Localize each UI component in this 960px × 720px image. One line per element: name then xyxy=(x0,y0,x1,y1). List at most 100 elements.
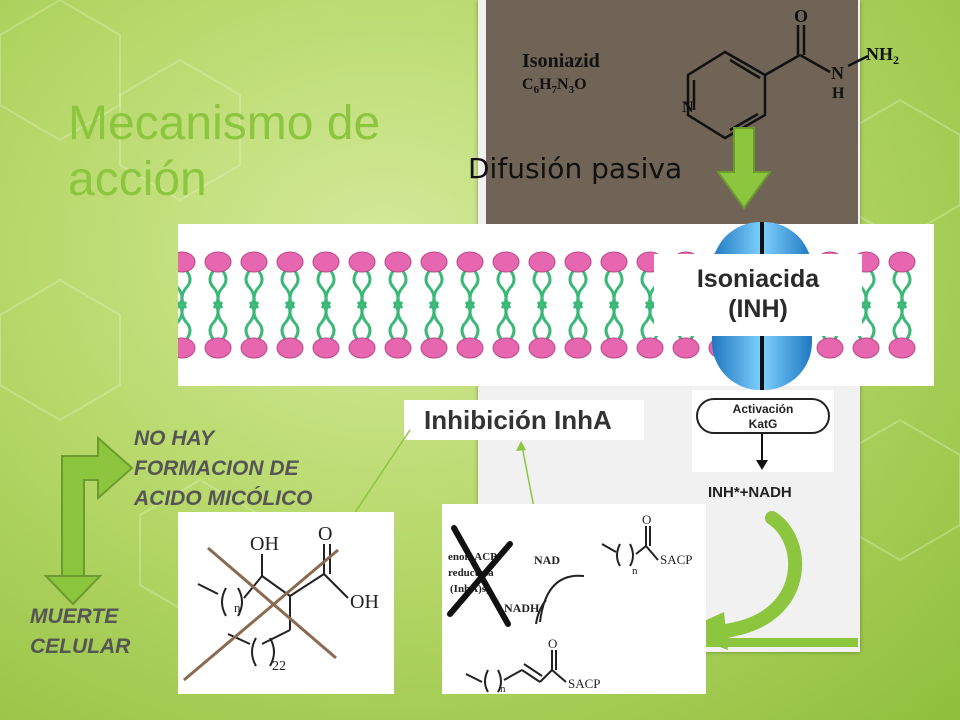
sacp-bottom: SACP xyxy=(568,676,601,691)
lipid-tail xyxy=(612,301,624,341)
muerte-celular-text: MUERTE CELULAR xyxy=(30,602,130,662)
slide-title: Mecanismo de acción xyxy=(68,96,380,208)
lipid-tail xyxy=(576,269,588,309)
muerte-line-1: MUERTE xyxy=(30,605,119,628)
lipid-tail xyxy=(468,301,480,341)
mycolic-acid-graphic: OH O OH n 22 xyxy=(183,523,379,682)
lipid-tail xyxy=(252,269,264,309)
lipid-tail xyxy=(324,301,336,341)
katg-down-arrow xyxy=(756,434,768,470)
lipid-tail xyxy=(252,301,264,341)
lipid-head xyxy=(168,251,196,273)
lipid-head xyxy=(384,251,412,273)
activacion-line-2: KatG xyxy=(748,417,778,431)
lipid-head xyxy=(204,251,232,273)
inh-nadh-label: INH*+NADH xyxy=(708,484,792,501)
panel-accent-bar xyxy=(700,638,858,647)
lipid-head xyxy=(384,337,412,359)
lipid-head xyxy=(636,337,664,359)
lipid-head xyxy=(708,337,736,359)
lipid-tail xyxy=(900,269,912,309)
lipid-head xyxy=(600,251,628,273)
inhibicion-inha-label: Inhibición InhA xyxy=(404,400,644,440)
lipid-head xyxy=(456,251,484,273)
lipid-head xyxy=(240,251,268,273)
inhibition-cross xyxy=(447,525,513,627)
lipid-tail xyxy=(360,269,372,309)
lipid-tail xyxy=(288,269,300,309)
lipid-tail xyxy=(216,301,228,341)
muerte-line-2: CELULAR xyxy=(30,635,131,658)
lipid-tail xyxy=(432,269,444,309)
lipid-tail xyxy=(396,269,408,309)
no-hay-line-3: ACIDO MICÓLICO xyxy=(134,487,313,510)
no-hay-formacion-text: NO HAY FORMACION DE ACIDO MICÓLICO xyxy=(134,424,313,514)
lipid-head xyxy=(564,251,592,273)
lipid-head xyxy=(780,337,808,359)
lipid-head xyxy=(240,337,268,359)
lipid-head xyxy=(348,337,376,359)
lipid-head xyxy=(492,251,520,273)
katg-activation-box: Activación KatG xyxy=(692,390,834,472)
nad-label: NAD xyxy=(534,553,560,567)
oh-acid: OH xyxy=(350,591,379,613)
lipid-tail xyxy=(216,269,228,309)
activacion-line-1: Activación xyxy=(732,402,794,416)
lipid-head xyxy=(348,251,376,273)
lipid-head xyxy=(528,337,556,359)
isoniazid-formula: C6H7N3O xyxy=(522,76,587,97)
lipid-head xyxy=(528,251,556,273)
lipid-tail xyxy=(468,269,480,309)
o-top: O xyxy=(642,512,651,527)
lipid-tail xyxy=(864,301,876,341)
lipid-tail xyxy=(432,301,444,341)
no-hay-line-1: NO HAY xyxy=(134,427,215,450)
difusion-pasiva-label: Difusión pasiva xyxy=(468,152,683,185)
lipid-head xyxy=(168,337,196,359)
lipid-head xyxy=(312,337,340,359)
isoniacida-label: Isoniacida (INH) xyxy=(654,254,862,336)
o-bottom: O xyxy=(548,636,557,651)
sub-n-top: n xyxy=(632,565,638,577)
isoniazid-name: Isoniazid xyxy=(522,50,600,72)
lipid-head xyxy=(276,251,304,273)
lipid-head xyxy=(852,337,880,359)
lipid-head xyxy=(420,251,448,273)
inha-reaction-structure: enoil-ACP reductasa (InhA)s) NAD NADH xyxy=(442,504,706,695)
isoniacida-line-2: (INH) xyxy=(728,295,788,323)
lipid-tail xyxy=(864,269,876,309)
lipid-head xyxy=(420,337,448,359)
sub-22: 22 xyxy=(272,659,286,674)
lipid-tail xyxy=(540,269,552,309)
lipid-head xyxy=(204,337,232,359)
sacp-top: SACP xyxy=(660,552,693,567)
lipid-tail xyxy=(504,301,516,341)
lipid-head xyxy=(312,251,340,273)
o-acid: O xyxy=(318,523,332,545)
isoniazid-panel xyxy=(486,0,858,230)
no-hay-line-2: FORMACION DE xyxy=(134,457,299,480)
lipid-tail xyxy=(288,301,300,341)
lipid-head xyxy=(888,251,916,273)
lipid-tail xyxy=(360,301,372,341)
lipid-tail xyxy=(396,301,408,341)
lipid-tail xyxy=(576,301,588,341)
katg-activation-pill: Activación KatG xyxy=(696,398,830,434)
lipid-tail xyxy=(612,269,624,309)
lipid-head xyxy=(564,337,592,359)
lipid-tail xyxy=(180,269,192,309)
sub-n-bottom: n xyxy=(500,683,506,694)
lipid-head xyxy=(888,337,916,359)
lipid-tail xyxy=(180,301,192,341)
title-line-2: acción xyxy=(68,153,207,206)
title-line-1: Mecanismo de xyxy=(68,97,381,150)
inha-reaction-graphic: enoil-ACP reductasa (InhA)s) NAD NADH xyxy=(447,512,693,695)
oh-top: OH xyxy=(250,533,279,555)
lipid-tail xyxy=(540,301,552,341)
isoniacida-line-1: Isoniacida xyxy=(696,265,820,293)
mycolic-acid-structure: OH O OH n 22 xyxy=(178,512,394,694)
lipid-head xyxy=(492,337,520,359)
lipid-head xyxy=(276,337,304,359)
lipid-tail xyxy=(900,301,912,341)
lipid-head xyxy=(456,337,484,359)
